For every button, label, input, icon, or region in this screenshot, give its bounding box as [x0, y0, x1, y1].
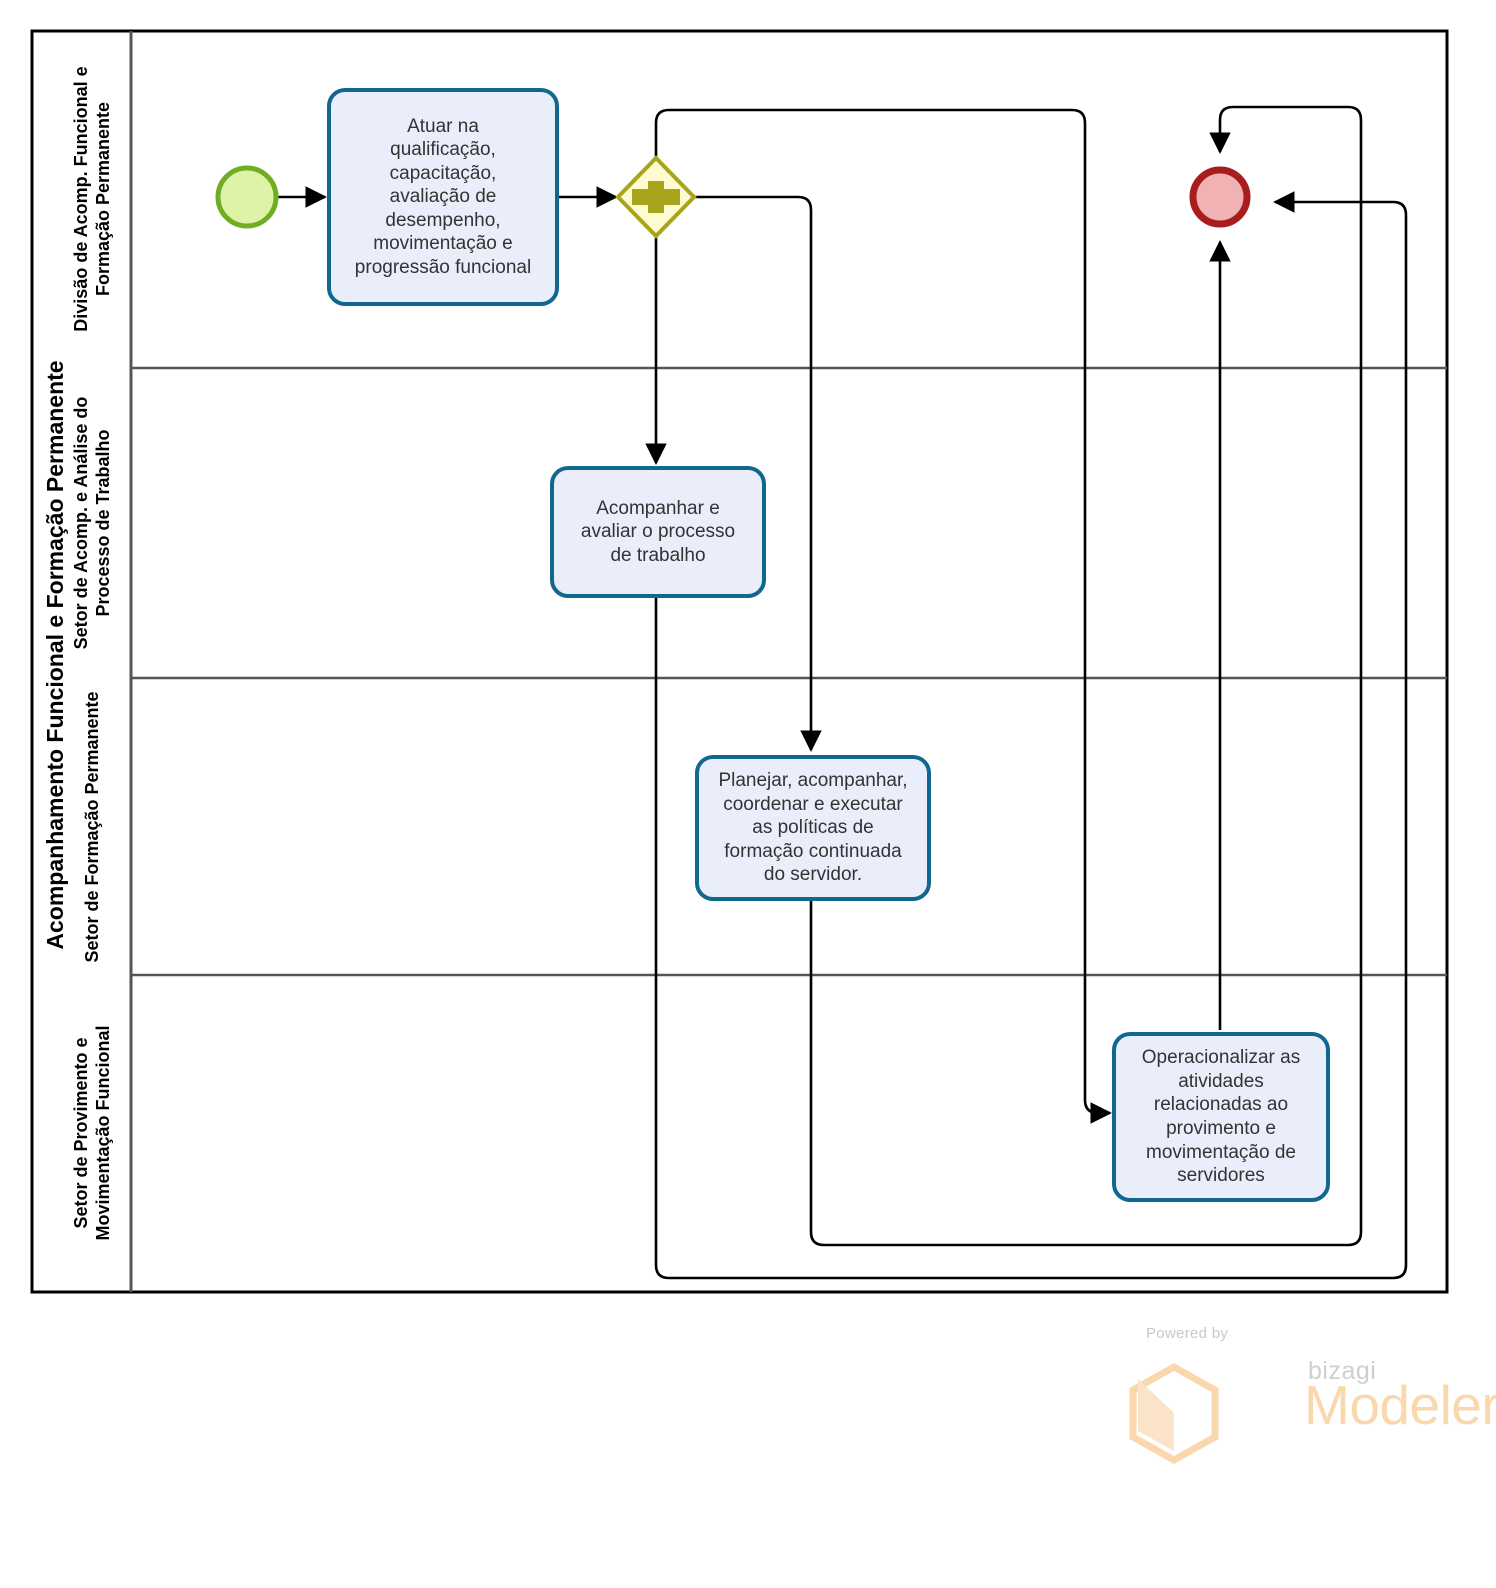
- end-event: [1189, 166, 1251, 228]
- lane-label-setor-provimento-movimentacao: Setor de Provimento e Movimentação Funci…: [70, 1025, 114, 1241]
- modeler-wordmark: Modeler: [1304, 1374, 1496, 1436]
- bizagi-branding: Powered by bizagi Modeler: [1128, 1325, 1496, 1445]
- lane-label-setor-formacao-permanente: Setor de Formação Permanente: [81, 691, 102, 963]
- lane-label-setor-acomp-analise-processo: Setor de Acomp. e Análise do Processo de…: [70, 396, 114, 650]
- flow-task3-end: [809, 105, 1363, 1247]
- bizagi-wordmark: bizagi: [1308, 1357, 1377, 1385]
- powered-by-label: Powered by: [1146, 1325, 1229, 1342]
- task-2-shape: [550, 466, 766, 598]
- flow-gateway-task3: [694, 195, 822, 752]
- task-3-shape: [695, 755, 931, 901]
- task-1-shape: [327, 88, 559, 306]
- lane-dividers: [131, 366, 1447, 977]
- start-event: [215, 165, 279, 229]
- flow-gateway-task4: [654, 108, 1112, 1124]
- lane-label-divisao-acomp-funcional: Divisão de Acomp. Funcional e Formação P…: [70, 66, 114, 332]
- bizagi-hex-logo: [1129, 1362, 1219, 1465]
- gateway-parallel-shape: [615, 155, 697, 239]
- task-4-shape: [1112, 1032, 1330, 1202]
- flow-task2-end: [654, 191, 1408, 1280]
